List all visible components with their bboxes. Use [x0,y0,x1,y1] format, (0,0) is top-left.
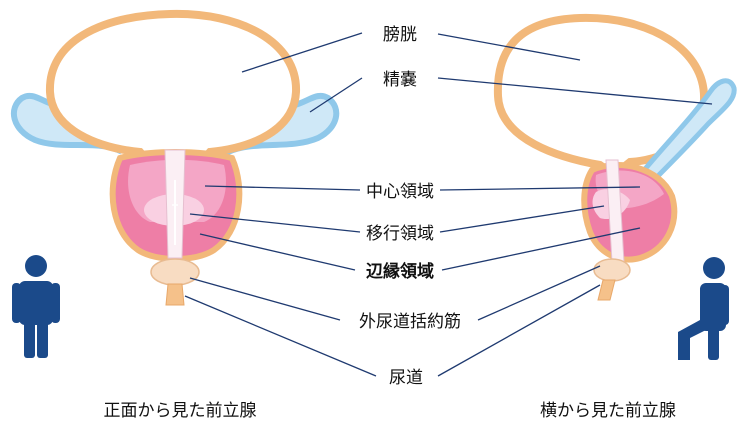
stepping-person-icon [678,257,729,360]
label-transition-zone: 移行領域 [366,224,434,244]
label-central-zone: 中心領域 [366,182,434,202]
label-peripheral-zone: 辺縁領域 [366,261,434,282]
label-external-sphincter: 外尿道括約筋 [359,312,461,332]
side-external-sphincter [593,258,631,282]
caption-front: 正面から見た前立腺 [104,401,257,421]
label-urethra: 尿道 [389,368,423,388]
front-view [11,9,340,306]
standing-person-icon [12,255,60,358]
caption-side: 横から見た前立腺 [540,401,676,421]
side-urethra [597,279,616,301]
front-urethra [165,283,185,306]
leader-lines [184,32,713,377]
labels: 膀胱 精嚢 中心領域 移行領域 辺縁領域 外尿道括約筋 尿道 正面から見た前立腺… [104,25,677,421]
side-seminal-vesicle [632,78,737,194]
front-external-sphincter [150,258,200,286]
label-seminal-vesicle: 精嚢 [383,70,417,90]
side-view [493,13,737,301]
label-bladder: 膀胱 [383,25,417,45]
